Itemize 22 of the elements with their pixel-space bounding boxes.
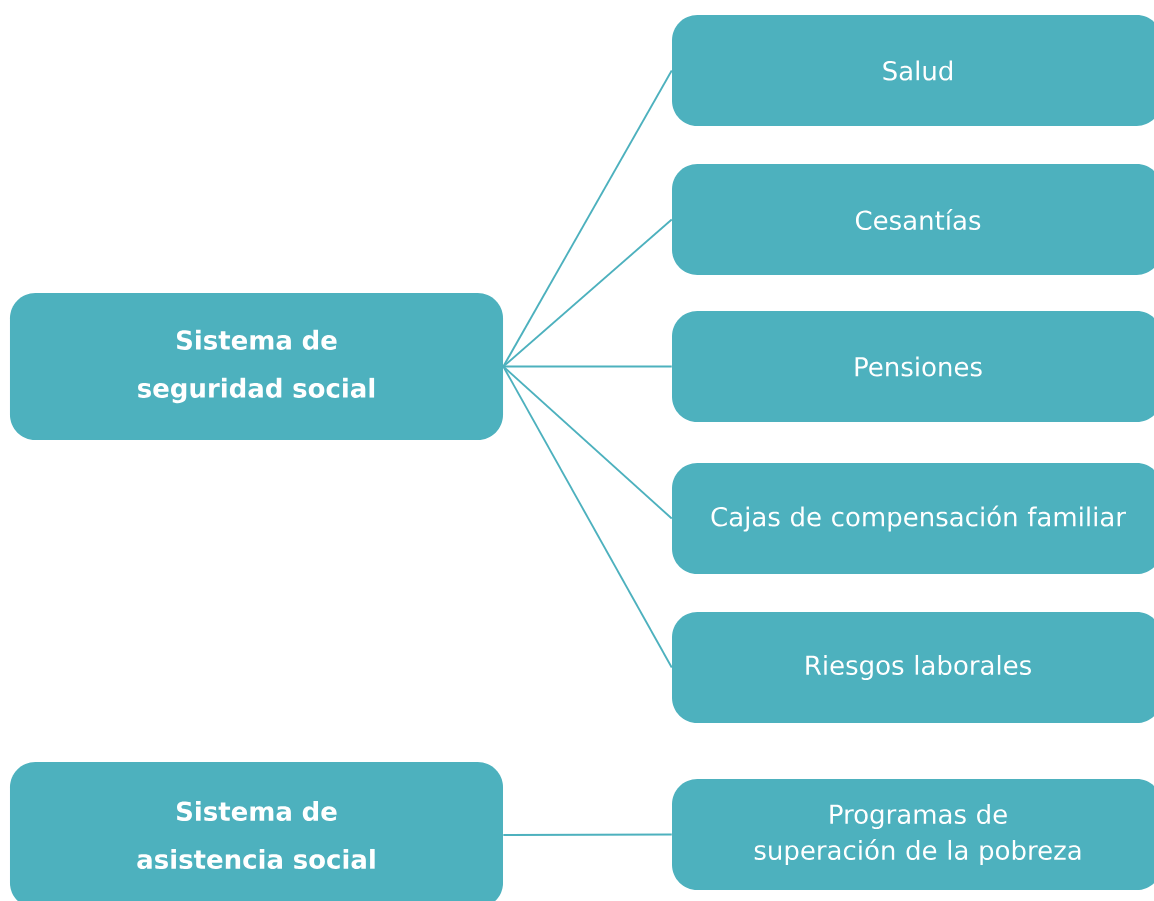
connector-line: [502, 833, 673, 836]
box-label: Cesantías: [855, 208, 981, 231]
item-box: [672, 15, 1154, 126]
item-box: [672, 463, 1154, 574]
item-box: [672, 164, 1154, 275]
connector-line: [502, 218, 673, 368]
connector-line: [502, 365, 673, 669]
box-label: Sistema de asistencia social: [137, 800, 375, 870]
item-box: [672, 612, 1154, 723]
connector-line: [502, 69, 673, 368]
box-label: Riesgos laborales: [806, 654, 1031, 681]
box-label: Pensiones: [855, 356, 982, 377]
box-label: Salud: [883, 60, 952, 81]
connector-line: [502, 365, 673, 368]
connector-line: [502, 365, 673, 520]
category-box: [9, 293, 504, 440]
box-label: Sistema de seguridad social: [138, 329, 375, 404]
category-box: [9, 762, 504, 901]
item-box: [672, 779, 1154, 890]
item-box: [672, 311, 1154, 422]
box-label: Cajas de compensación familiar: [711, 505, 1126, 532]
box-label: Programas de superación de la pobreza: [754, 803, 1081, 866]
